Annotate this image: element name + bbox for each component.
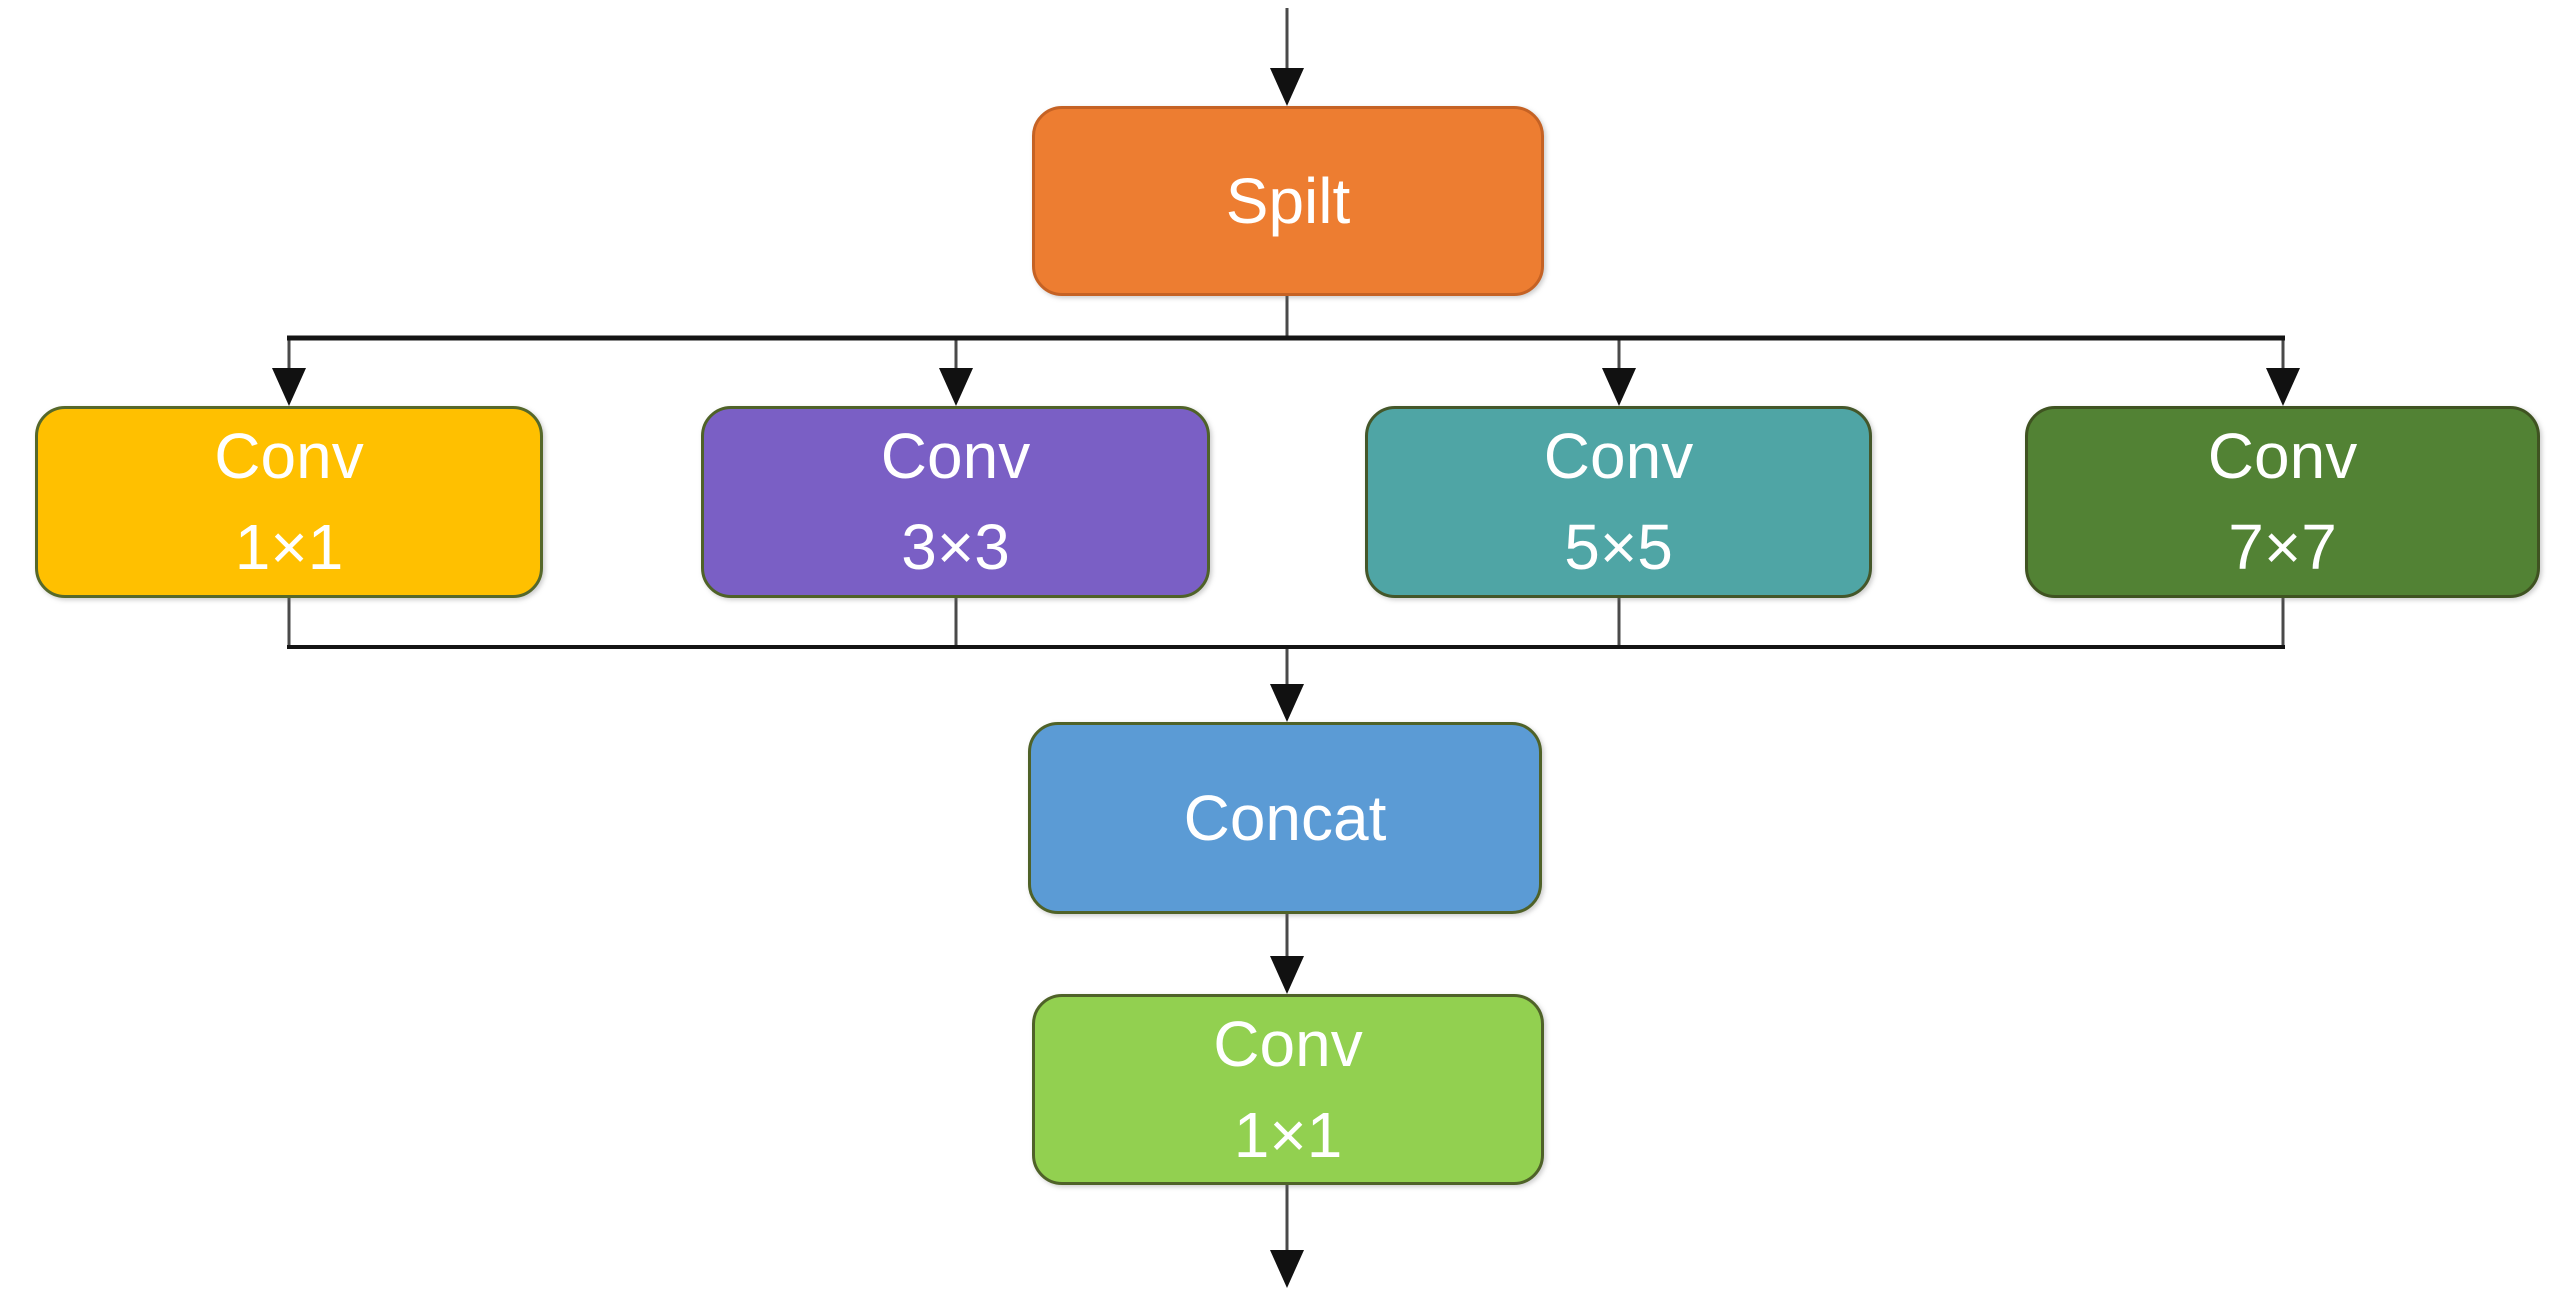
node-concat-label: Concat xyxy=(1183,781,1387,854)
node-conv-1x1-label-line2: 1×1 xyxy=(234,511,344,583)
node-conv-1x1: Conv 1×1 xyxy=(35,406,543,598)
arrowhead-into-conv7 xyxy=(2266,368,2300,406)
node-conv-3x3-label-line2: 3×3 xyxy=(901,511,1010,583)
arrowhead-output xyxy=(1270,1250,1304,1288)
node-conv-3x3-label-line1: Conv xyxy=(880,420,1031,493)
node-conv-out-1x1-label-line1: Conv xyxy=(1213,1007,1363,1080)
node-conv-5x5-label-line1: Conv xyxy=(1543,420,1694,493)
arrowhead-into-concat xyxy=(1270,684,1304,722)
node-concat: Concat xyxy=(1028,722,1542,914)
node-conv-7x7-label-line1: Conv xyxy=(2207,420,2358,493)
node-conv-out-1x1-label-line2: 1×1 xyxy=(1233,1098,1343,1171)
node-split-label: Spilt xyxy=(1225,164,1351,237)
arrowhead-into-convout xyxy=(1270,956,1304,994)
arrowhead-into-conv1 xyxy=(272,368,306,406)
arrowhead-into-split xyxy=(1270,68,1304,106)
arrowhead-into-conv5 xyxy=(1602,368,1636,406)
node-conv-7x7-label-line2: 7×7 xyxy=(2228,511,2337,583)
arrowhead-into-conv3 xyxy=(939,368,973,406)
node-conv-5x5: Conv 5×5 xyxy=(1365,406,1872,598)
node-conv-3x3: Conv 3×3 xyxy=(701,406,1210,598)
node-conv-7x7: Conv 7×7 xyxy=(2025,406,2540,598)
node-conv-out-1x1: Conv 1×1 xyxy=(1032,994,1544,1185)
node-conv-1x1-label-line1: Conv xyxy=(214,420,364,493)
node-conv-5x5-label-line2: 5×5 xyxy=(1564,511,1673,583)
node-split: Spilt xyxy=(1032,106,1544,296)
